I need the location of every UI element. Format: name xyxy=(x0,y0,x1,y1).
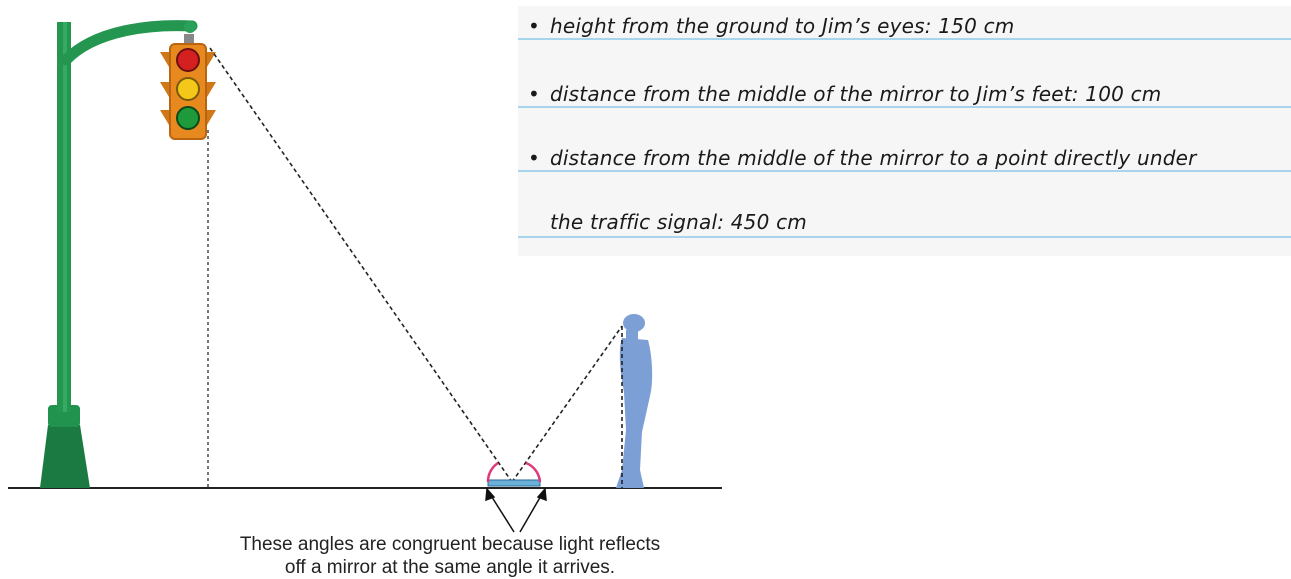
bullet-icon: • xyxy=(528,82,540,106)
note-rule xyxy=(518,236,1291,238)
note-item-mirror-to-signal: •distance from the middle of the mirror … xyxy=(518,146,1197,170)
caption-arrows xyxy=(485,487,547,533)
caption-line-2: off a mirror at the same angle it arrive… xyxy=(284,557,616,578)
green-light xyxy=(176,106,200,130)
notes-panel: •height from the ground to Jim’s eyes: 1… xyxy=(518,6,1291,256)
angle-arc-right xyxy=(525,461,542,483)
jim-silhouette xyxy=(616,314,653,488)
note-rule xyxy=(518,106,1291,108)
bullet-icon: • xyxy=(528,146,540,170)
mirror xyxy=(487,479,541,487)
yellow-light xyxy=(176,77,200,101)
note-item-mirror-to-feet: •distance from the middle of the mirror … xyxy=(518,82,1162,106)
traffic-signal xyxy=(160,34,216,140)
caption-line-1: These angles are congruent because light… xyxy=(239,534,661,555)
incident-ray xyxy=(209,47,513,483)
note-rule xyxy=(518,38,1291,40)
note-item-continuation: the traffic signal: 450 cm xyxy=(550,210,807,234)
note-item-eye-height: •height from the ground to Jim’s eyes: 1… xyxy=(518,14,1014,38)
diagram-caption: These angles are congruent because light… xyxy=(140,533,760,579)
note-rule xyxy=(518,170,1291,172)
traffic-light-pole xyxy=(40,20,198,488)
reflected-ray xyxy=(511,325,623,483)
angle-arc-left xyxy=(486,461,499,483)
red-light xyxy=(176,48,200,72)
bullet-icon: • xyxy=(528,14,540,38)
